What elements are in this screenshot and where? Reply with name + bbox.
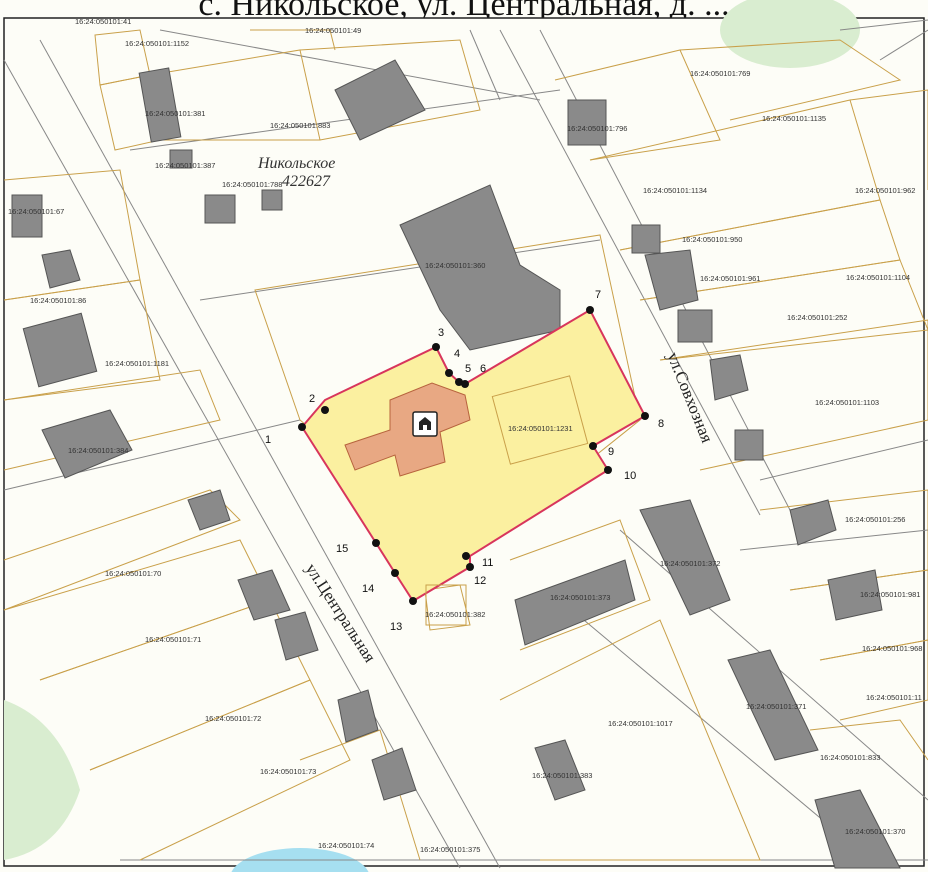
svg-text:16:24:050101:73: 16:24:050101:73 <box>260 767 316 776</box>
boundary-vertices <box>298 306 649 605</box>
svg-text:16:24:050101:71: 16:24:050101:71 <box>145 635 201 644</box>
svg-text:16:24:050101:252: 16:24:050101:252 <box>787 313 847 322</box>
svg-text:2: 2 <box>309 393 315 405</box>
svg-text:16:24:050101:67: 16:24:050101:67 <box>8 207 64 216</box>
svg-text:16:24:050101:788: 16:24:050101:788 <box>222 180 282 189</box>
svg-text:16:24:050101:384: 16:24:050101:384 <box>68 446 128 455</box>
svg-text:16:24:050101:70: 16:24:050101:70 <box>105 569 161 578</box>
svg-text:16:24:050101:833: 16:24:050101:833 <box>820 753 880 762</box>
svg-text:16:24:050101:373: 16:24:050101:373 <box>550 593 610 602</box>
svg-text:13: 13 <box>390 621 402 633</box>
svg-text:16:24:050101:381: 16:24:050101:381 <box>145 109 205 118</box>
svg-text:16:24:050101:968: 16:24:050101:968 <box>862 644 922 653</box>
svg-text:7: 7 <box>595 289 601 301</box>
svg-text:16:24:050101:796: 16:24:050101:796 <box>567 124 627 133</box>
target-parcel[interactable] <box>300 308 647 603</box>
svg-text:5: 5 <box>465 363 471 375</box>
svg-text:14: 14 <box>362 583 374 595</box>
svg-text:16:24:050101:383: 16:24:050101:383 <box>532 771 592 780</box>
church-building <box>344 382 471 477</box>
svg-text:12: 12 <box>474 575 486 587</box>
church-icon[interactable] <box>412 411 438 437</box>
svg-text:16:24:050101:86: 16:24:050101:86 <box>30 296 86 305</box>
parcel-labels: 16:24:050101:41 16:24:050101:1152 16:24:… <box>8 17 922 854</box>
svg-text:16:24:050101:375: 16:24:050101:375 <box>420 845 480 854</box>
settlement-name: Никольское <box>257 155 335 172</box>
green-areas <box>4 0 860 872</box>
svg-text:16:24:050101:769: 16:24:050101:769 <box>690 69 750 78</box>
svg-text:16:24:050101:981: 16:24:050101:981 <box>860 590 920 599</box>
svg-text:4: 4 <box>454 348 460 360</box>
svg-text:16:24:050101:1104: 16:24:050101:1104 <box>846 273 910 282</box>
svg-text:16:24:050101:1152: 16:24:050101:1152 <box>125 39 189 48</box>
svg-text:16:24:050101:387: 16:24:050101:387 <box>155 161 215 170</box>
settlement-postcode: 422627 <box>282 173 331 190</box>
svg-text:16:24:050101:1231: 16:24:050101:1231 <box>508 424 573 433</box>
svg-text:11: 11 <box>482 557 493 569</box>
svg-text:1: 1 <box>265 434 271 446</box>
svg-text:16:24:050101:962: 16:24:050101:962 <box>855 186 915 195</box>
buildings <box>11 59 901 869</box>
svg-text:16:24:050101:41: 16:24:050101:41 <box>75 17 131 26</box>
svg-text:16:24:050101:256: 16:24:050101:256 <box>845 515 905 524</box>
svg-text:16:24:050101:372: 16:24:050101:372 <box>660 559 720 568</box>
svg-text:16:24:050101:961: 16:24:050101:961 <box>700 274 760 283</box>
svg-text:16:24:050101:1103: 16:24:050101:1103 <box>815 398 879 407</box>
svg-text:16:24:050101:1017: 16:24:050101:1017 <box>608 719 673 728</box>
svg-text:10: 10 <box>624 470 636 482</box>
svg-text:8: 8 <box>658 418 664 430</box>
svg-text:16:24:050101:1181: 16:24:050101:1181 <box>105 359 169 368</box>
svg-text:3: 3 <box>438 327 444 339</box>
svg-text:16:24:050101:370: 16:24:050101:370 <box>845 827 905 836</box>
svg-text:16:24:050101:360: 16:24:050101:360 <box>425 261 485 270</box>
svg-text:16:24:050101:950: 16:24:050101:950 <box>682 235 742 244</box>
vertex-labels: 1 2 3 4 5 6 7 8 9 10 11 12 13 14 15 <box>265 289 664 633</box>
svg-text:16:24:050101:883: 16:24:050101:883 <box>270 121 330 130</box>
svg-text:16:24:050101:1134: 16:24:050101:1134 <box>643 186 707 195</box>
svg-text:16:24:050101:11: 16:24:050101:11 <box>866 693 922 702</box>
svg-text:9: 9 <box>608 446 614 458</box>
svg-text:6: 6 <box>480 363 486 375</box>
svg-text:16:24:050101:382: 16:24:050101:382 <box>425 610 485 619</box>
svg-text:16:24:050101:1135: 16:24:050101:1135 <box>762 114 826 123</box>
large-building <box>399 184 561 351</box>
svg-text:15: 15 <box>336 543 348 555</box>
svg-text:16:24:050101:49: 16:24:050101:49 <box>305 26 361 35</box>
svg-text:16:24:050101:72: 16:24:050101:72 <box>205 714 261 723</box>
svg-text:16:24:050101:371: 16:24:050101:371 <box>746 702 806 711</box>
svg-text:16:24:050101:74: 16:24:050101:74 <box>318 841 374 850</box>
